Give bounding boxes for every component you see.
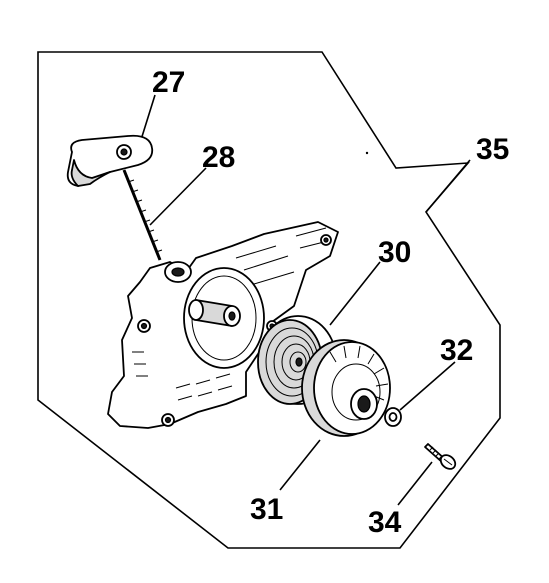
leader-line-34 — [397, 461, 433, 506]
fan-housing — [107, 221, 339, 429]
leader-line-30 — [329, 261, 381, 326]
callout-32: 32 — [440, 334, 473, 367]
callout-31: 31 — [250, 493, 283, 526]
callout-30: 30 — [378, 236, 411, 269]
callout-27: 27 — [152, 66, 185, 99]
stray-mark — [365, 151, 369, 155]
leader-line-32 — [399, 361, 456, 411]
starter-rope-part-28 — [122, 169, 163, 261]
leader-line-27 — [139, 94, 156, 144]
assembly-boundary-outline — [37, 51, 501, 549]
leader-line-35 — [425, 159, 471, 213]
callout-34: 34 — [368, 506, 402, 539]
screw-part-34 — [424, 443, 457, 470]
washer-part-32 — [384, 407, 402, 427]
callout-28: 28 — [202, 141, 235, 174]
leader-line-31 — [279, 439, 321, 491]
callout-35: 35 — [476, 133, 509, 166]
leader-line-28 — [149, 167, 207, 226]
starter-grip-part-27 — [66, 134, 154, 187]
rope-rotor-part-31 — [301, 339, 391, 437]
